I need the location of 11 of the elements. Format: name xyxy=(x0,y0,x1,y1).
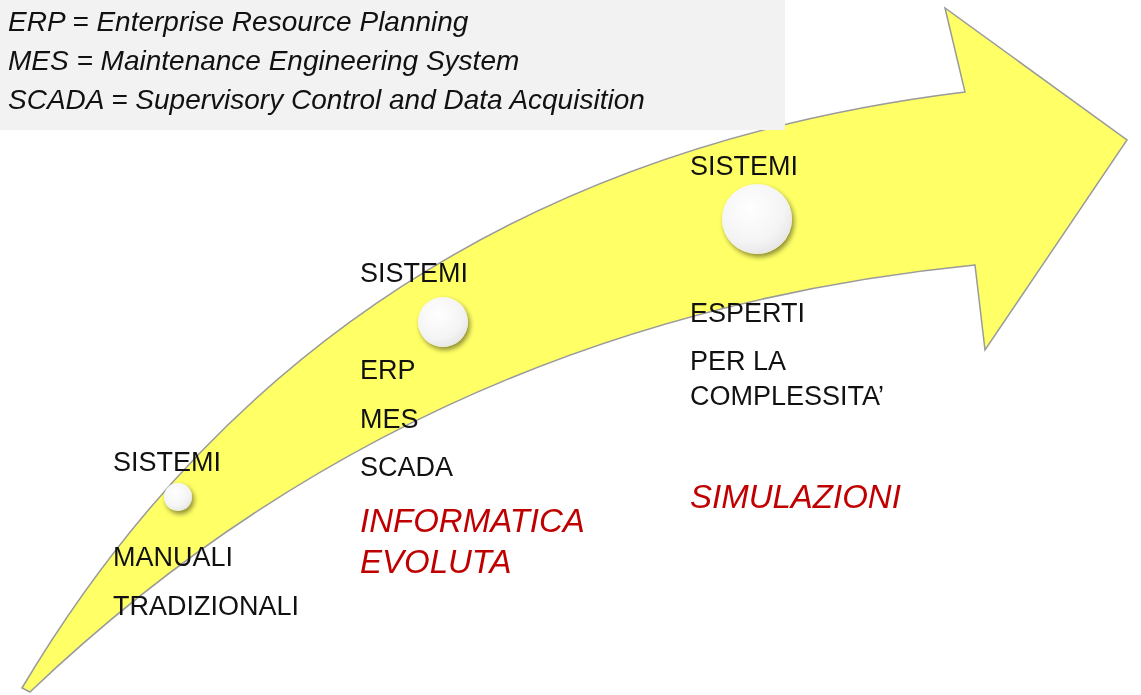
stage-label: ERP xyxy=(360,354,416,387)
emphasis-label: INFORMATICA EVOLUTA xyxy=(360,501,585,583)
abbreviation-note: MES = Maintenance Engineering System xyxy=(8,45,520,77)
stage-heading: SISTEMI xyxy=(690,150,798,183)
abbreviation-note: SCADA = Supervisory Control and Data Acquisition xyxy=(8,84,645,116)
stage-label: PER LA COMPLESSITA’ xyxy=(690,345,886,414)
stage-label: SCADA xyxy=(360,451,454,484)
stage-label: MES xyxy=(360,403,419,436)
stage-label: ESPERTI xyxy=(690,297,806,330)
emphasis-label: SIMULAZIONI xyxy=(690,477,902,517)
abbreviation-note: ERP = Enterprise Resource Planning xyxy=(8,6,469,38)
